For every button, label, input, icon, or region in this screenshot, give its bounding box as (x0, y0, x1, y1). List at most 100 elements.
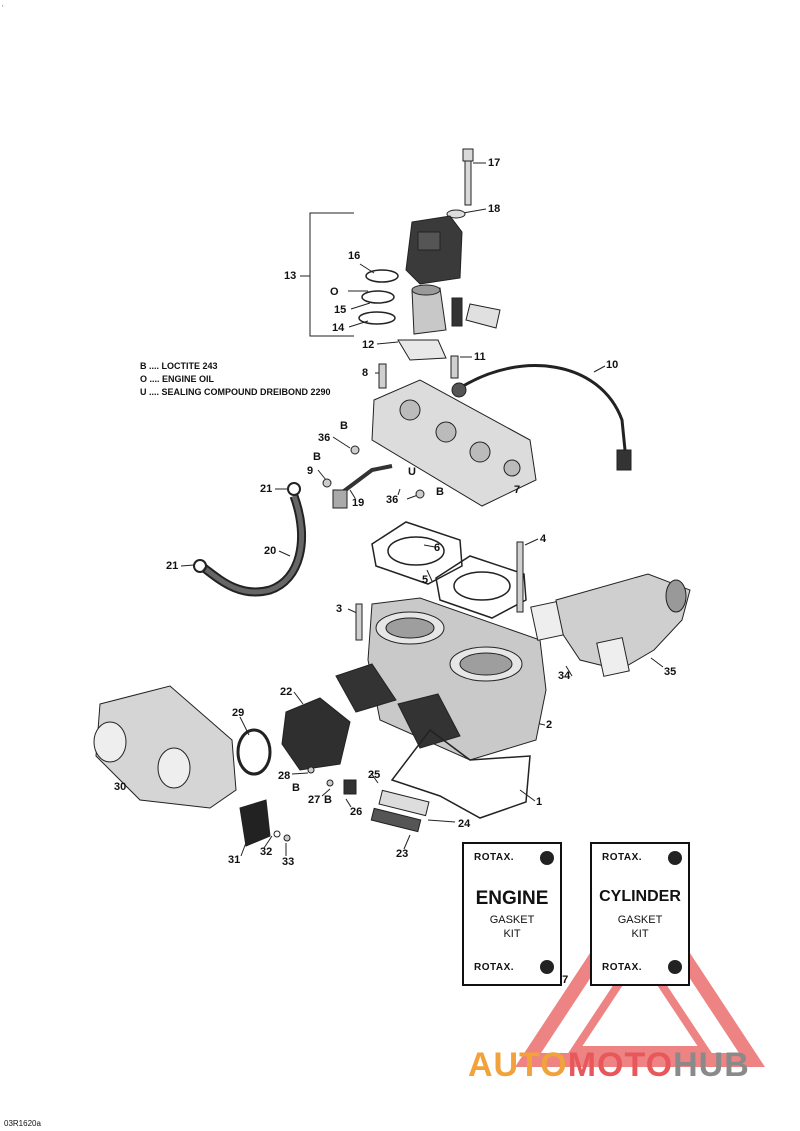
reed-valves (335, 663, 461, 749)
throttle-position-sensor (239, 799, 271, 847)
mark-b-4: B (292, 782, 300, 794)
screw-9 (322, 478, 332, 488)
water-hose-inner (202, 495, 304, 595)
kit-brand-bottom: ROTAX. (474, 962, 515, 973)
hose-clamp-lower (193, 559, 207, 573)
callout-36-upper: 36 (318, 432, 331, 444)
kit-line-2: KIT (503, 928, 521, 940)
callout-19: 19 (352, 497, 365, 509)
washer (446, 209, 466, 219)
kit-brand-top: ROTAX. (474, 852, 515, 863)
brand-logo-icon (668, 851, 682, 865)
callout-28: 28 (278, 770, 291, 782)
intake-clamp (236, 728, 272, 776)
callout-24: 24 (458, 818, 471, 830)
callout-26: 26 (350, 806, 363, 818)
mark-b-1: B (340, 420, 348, 432)
callout-35: 35 (664, 666, 677, 678)
grommet-26 (343, 779, 357, 795)
callout-22: 22 (280, 686, 293, 698)
kit-line-2: KIT (631, 928, 649, 940)
cylinder-gasket-kit: ROTAX. CYLINDER GASKET KIT ROTAX. (590, 842, 690, 986)
legend: B .... LOCTITE 243 O .... ENGINE OIL U .… (140, 360, 331, 399)
long-bolt (462, 148, 474, 206)
head-gaskets (371, 521, 527, 619)
throttle-body (93, 685, 237, 809)
kit-line-1: GASKET (489, 914, 535, 926)
callout-6: 6 (434, 542, 441, 554)
callout-25: 25 (368, 769, 381, 781)
screw-36-upper (350, 445, 360, 455)
callout-17: 17 (488, 157, 501, 169)
mark-b-3: B (436, 486, 444, 498)
callout-4: 4 (540, 533, 547, 545)
callout-27: 27 (308, 794, 321, 806)
brand-logo-icon (668, 960, 682, 974)
o-rings (358, 269, 399, 325)
legend-sealing-compound: U .... SEALING COMPOUND DREIBOND 2290 (140, 387, 331, 397)
mark-u: U (408, 466, 416, 478)
callout-12: 12 (362, 339, 375, 351)
kit-title: ENGINE (475, 888, 549, 909)
temperature-sensor (451, 297, 463, 327)
legend-loctite: B .... LOCTITE 243 (140, 361, 218, 371)
callout-18: 18 (488, 203, 501, 215)
mark-o: O (330, 286, 339, 298)
hose-fitting (332, 489, 348, 509)
callout-2: 2 (546, 719, 553, 731)
brand-logo-icon (540, 960, 554, 974)
cable-connector (616, 449, 632, 471)
callout-32: 32 (260, 846, 273, 858)
callout-34: 34 (558, 670, 571, 682)
callout-1: 1 (536, 796, 543, 808)
gasket-23 (370, 807, 422, 833)
callout-23: 23 (396, 848, 409, 860)
callout-21-lower: 21 (166, 560, 179, 572)
legend-engine-oil: O .... ENGINE OIL (140, 374, 215, 384)
callout-29: 29 (232, 707, 245, 719)
mark-b-5: B (324, 794, 332, 806)
corner-mark: , (2, 2, 4, 8)
kit-brand-bottom: ROTAX. (602, 962, 643, 973)
sensor-cable (459, 364, 628, 461)
fitting-hose (338, 464, 393, 496)
callout-14: 14 (332, 322, 345, 334)
gasket-24 (378, 789, 430, 817)
watermark-text: AUTOMOTOHUB (468, 1046, 750, 1085)
small-gasket (397, 339, 447, 361)
gasket-plate (465, 303, 501, 329)
watermark-hub: HUB (673, 1046, 750, 1084)
callout-33: 33 (282, 856, 295, 868)
callout-20: 20 (264, 545, 277, 557)
cylinder-head (371, 379, 537, 507)
thermostat-housing (405, 215, 463, 285)
callout-36-lower: 36 (386, 494, 399, 506)
base-gasket (390, 728, 531, 819)
reference-code: 03R1620a (4, 1119, 41, 1128)
callout-8: 8 (362, 367, 369, 379)
engine-gasket-kit: ROTAX. ENGINE GASKET KIT ROTAX. (462, 842, 562, 986)
screw-28 (307, 766, 315, 774)
watermark-triangle (515, 877, 765, 1067)
screw-33 (283, 834, 291, 842)
exhaust-gaskets (530, 601, 630, 677)
kit-line-1: GASKET (617, 914, 663, 926)
kit-title: CYLINDER (599, 888, 681, 905)
callout-5: 5 (422, 574, 429, 586)
callout-13: 13 (284, 270, 297, 282)
callout-31: 31 (228, 854, 241, 866)
washer-32 (273, 830, 281, 838)
callout-9: 9 (307, 465, 314, 477)
watermark-auto: AUTO (468, 1046, 568, 1084)
hose-clamp-upper (287, 482, 301, 496)
studs (355, 541, 524, 641)
screw-27 (326, 779, 334, 787)
exhaust-manifold (555, 573, 691, 671)
mark-b-2: B (313, 451, 321, 463)
callout-7: 7 (514, 484, 521, 496)
callout-30: 30 (114, 781, 127, 793)
watermark-moto: MOTO (567, 1046, 674, 1084)
callout-21-upper: 21 (260, 483, 273, 495)
knock-sensor (451, 382, 467, 398)
